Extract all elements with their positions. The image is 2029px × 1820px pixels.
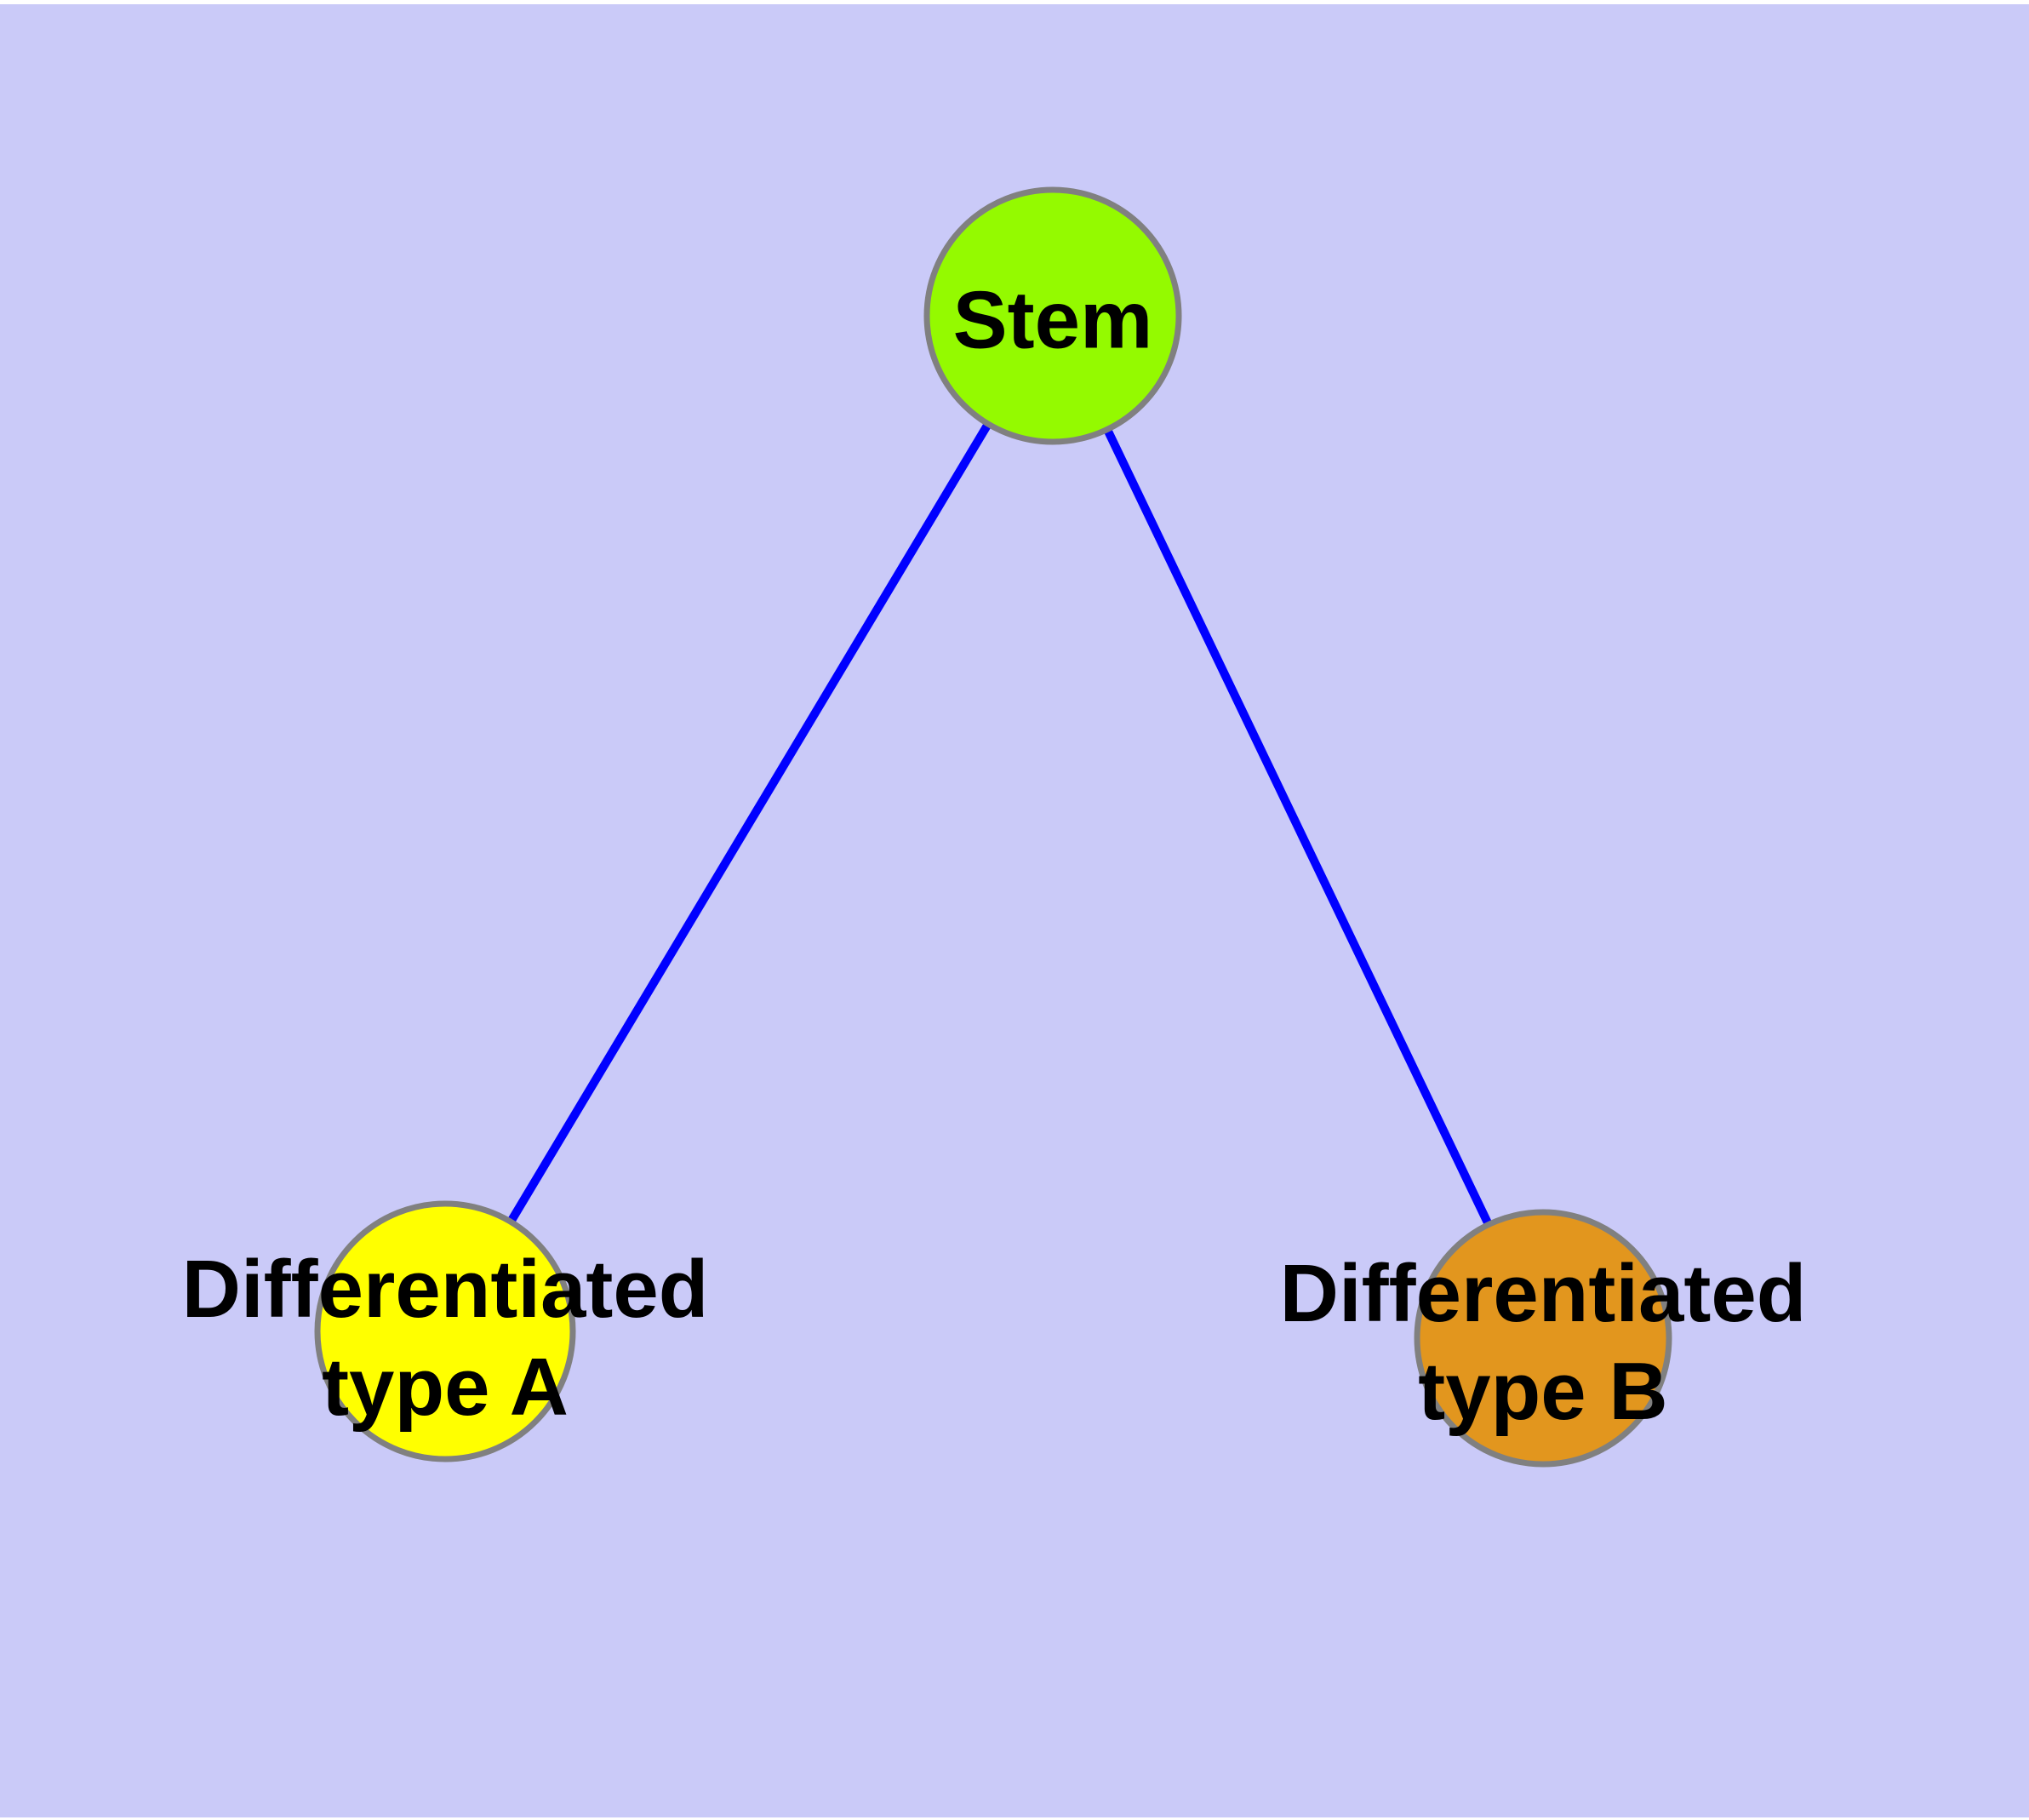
edge-stem-to-type-a <box>441 313 1057 1334</box>
node-type-a-label: Differentiated type A <box>181 1243 709 1433</box>
node-stem-label: Stem <box>952 274 1153 366</box>
edge-stem-to-type-b <box>1049 313 1547 1341</box>
graph-svg <box>0 4 2029 1817</box>
node-stem-circle <box>923 186 1182 445</box>
node-type-b-label: Differentiated type B <box>1279 1247 1807 1437</box>
node-type-b-circle <box>1414 1209 1672 1468</box>
diagram-canvas: Stem Differentiated type A Differentiate… <box>0 4 2029 1817</box>
node-type-a-circle <box>314 1200 576 1462</box>
